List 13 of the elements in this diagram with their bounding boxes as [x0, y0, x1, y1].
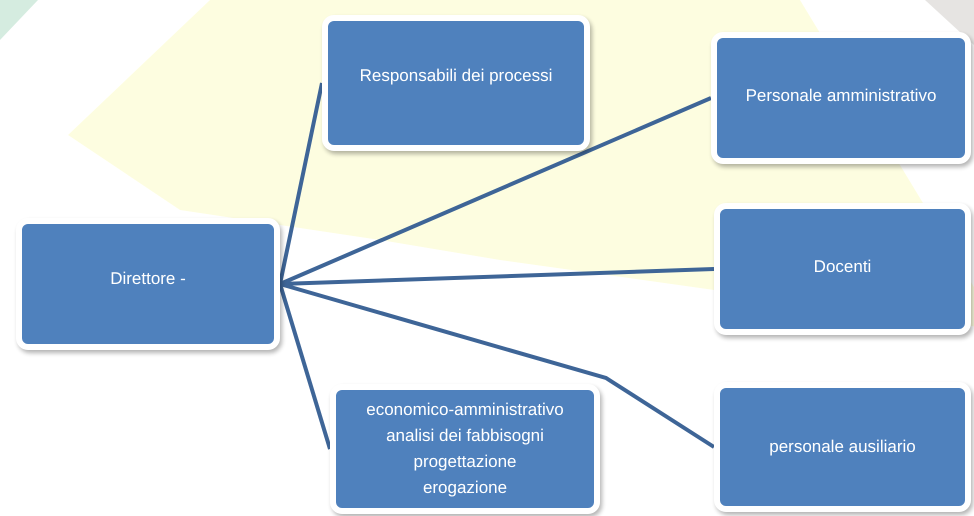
box-label: Personale amministrativo	[746, 84, 936, 106]
box-label: analisi dei fabbisogni	[386, 425, 544, 447]
connector-line	[278, 82, 324, 284]
box-label: economico-amministrativo	[366, 399, 564, 421]
process-box	[711, 32, 971, 164]
box-label: erogazione	[422, 477, 508, 499]
box-label: personale ausiliario	[769, 436, 916, 458]
box-label: Responsabili dei processi	[360, 65, 552, 87]
connector-line	[278, 283, 332, 450]
box-label: Direttore -	[110, 268, 186, 290]
process-box	[322, 15, 590, 151]
box-label: progettazione	[413, 451, 517, 473]
box-label: Docenti	[814, 256, 872, 278]
